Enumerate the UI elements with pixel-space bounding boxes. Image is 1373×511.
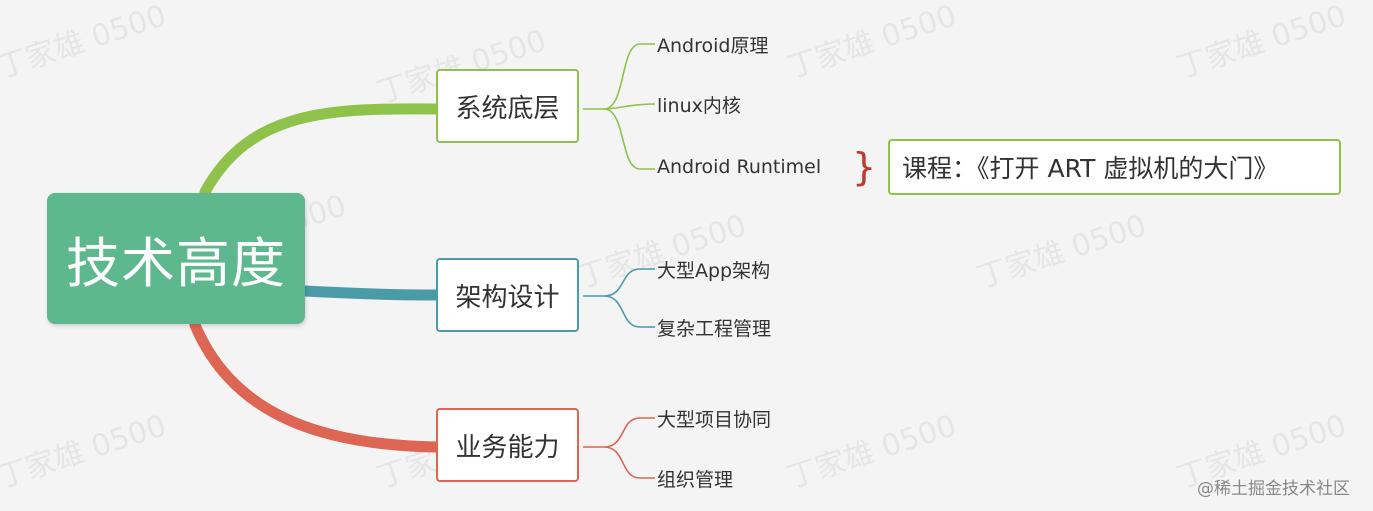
link-root-architecture — [299, 285, 442, 301]
note-brace: } — [852, 145, 876, 189]
leaf-complex-project-management[interactable]: 复杂工程管理 — [657, 318, 772, 340]
branch-label: 架构设计 — [455, 282, 560, 313]
leaf-links-business — [583, 417, 655, 479]
root-label: 技术高度 — [66, 232, 286, 295]
leaf-large-app-architecture[interactable]: 大型App架构 — [657, 260, 771, 282]
branch-node-system[interactable]: 系统底层 — [436, 69, 579, 143]
site-credit: @稀土掘金技术社区 — [1197, 479, 1350, 499]
leaf-android-runtime[interactable]: Android Runtimel — [657, 156, 822, 178]
leaf-linux-kernel[interactable]: linux内核 — [657, 95, 741, 117]
branch-node-business[interactable]: 业务能力 — [436, 408, 579, 482]
leaf-organization-management[interactable]: 组织管理 — [657, 469, 734, 491]
root-node[interactable]: 技术高度 — [47, 193, 305, 324]
note-node-course[interactable]: 课程：《打开 ART 虚拟机的大门》 — [888, 139, 1341, 195]
note-label: 课程：《打开 ART 虚拟机的大门》 — [902, 154, 1279, 183]
branch-node-architecture[interactable]: 架构设计 — [436, 258, 579, 332]
leaf-links-system — [583, 43, 656, 170]
branch-label: 系统底层 — [455, 93, 560, 124]
leaf-large-project-collaboration[interactable]: 大型项目协同 — [657, 409, 772, 431]
link-root-system — [199, 103, 442, 198]
link-root-business — [189, 319, 442, 453]
branch-label: 业务能力 — [455, 432, 560, 463]
leaf-android-principle[interactable]: Android原理 — [657, 35, 769, 57]
leaf-links-architecture — [583, 268, 655, 328]
